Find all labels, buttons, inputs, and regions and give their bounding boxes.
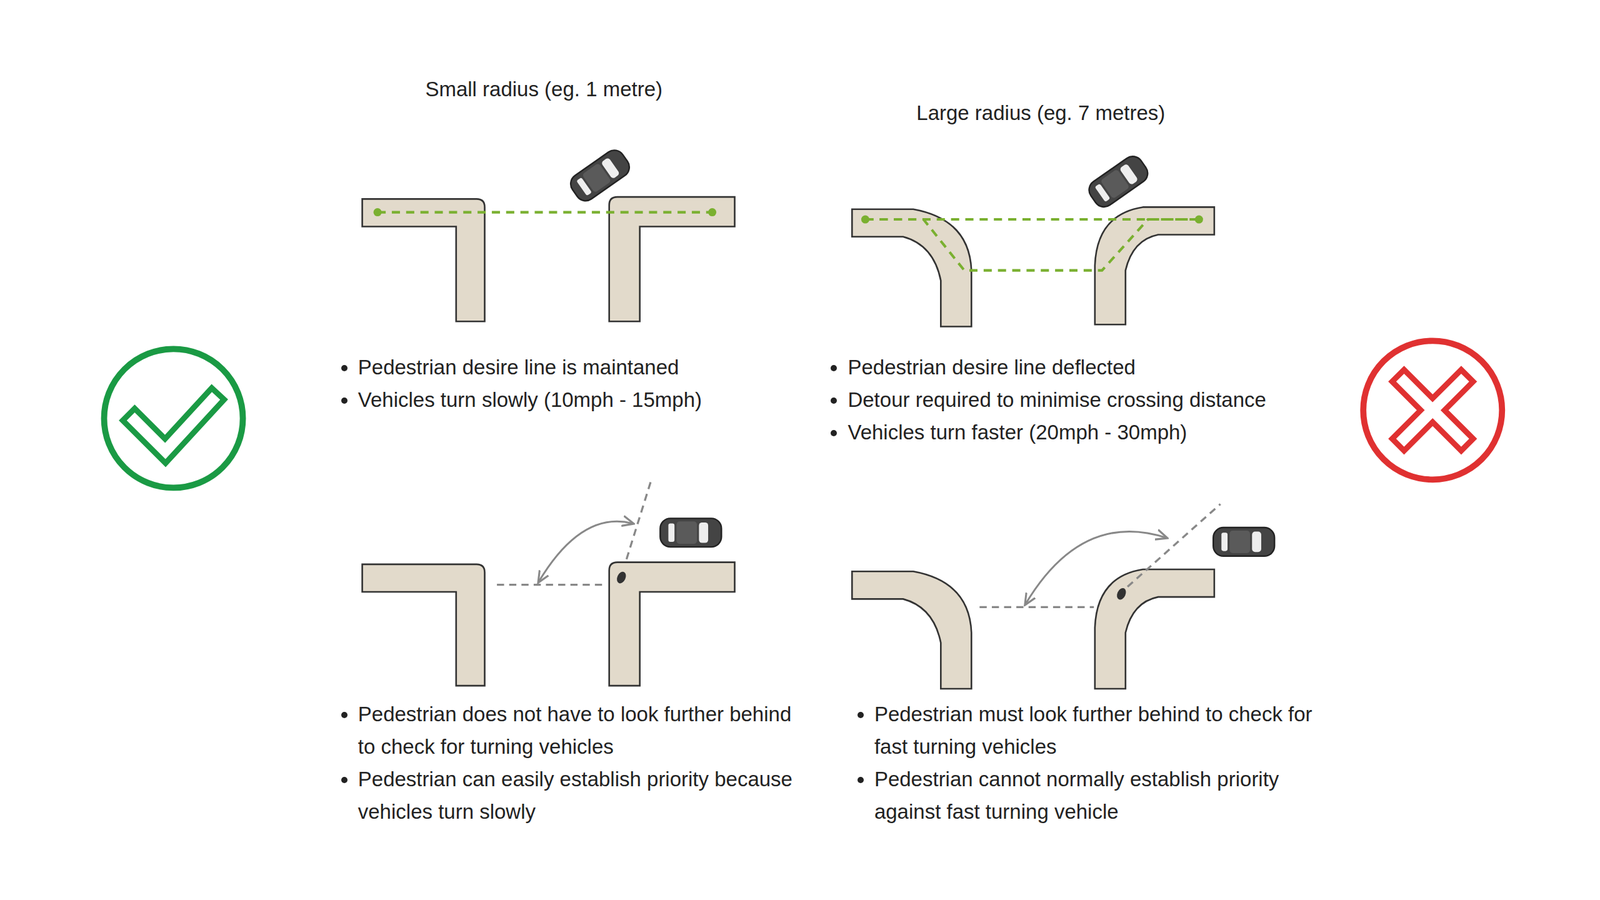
large-radius-junction-bottom — [851, 504, 1275, 690]
desire-dot — [373, 208, 382, 217]
bullet-list: Pedestrian desire line deflectedDetour r… — [826, 351, 1363, 449]
desire-line — [377, 211, 713, 214]
bullet-list: Pedestrian must look further behind to c… — [853, 698, 1324, 829]
footway-corner — [609, 196, 735, 322]
desire-dot — [708, 208, 717, 217]
footway-corner — [362, 564, 485, 686]
desire-dot — [861, 215, 870, 224]
look-angle-arrow — [538, 521, 633, 582]
footway-corner — [362, 198, 485, 322]
cross-mark — [1404, 381, 1462, 439]
bullet-point: Pedestrian desire line is maintaned — [358, 351, 807, 384]
bullet-point: Pedestrian must look further behind to c… — [874, 698, 1324, 764]
pedestrian — [615, 570, 628, 585]
bullet-point: Pedestrian does not have to look further… — [358, 698, 807, 764]
bullet-point: Vehicles turn faster (20mph - 30mph) — [847, 416, 1363, 449]
sight-line — [626, 477, 652, 560]
footway-corner — [851, 571, 972, 689]
look-angle-arrow — [1025, 531, 1167, 604]
tick-mark — [135, 400, 213, 452]
detour-line — [865, 219, 1199, 271]
footway-corner — [1095, 206, 1215, 325]
tick-mark-inner — [135, 400, 213, 452]
bullet-point: Pedestrian can easily establish priority… — [358, 763, 807, 829]
footway-corner — [1095, 569, 1215, 689]
sight-line — [1127, 504, 1221, 587]
bullet-point: Detour required to minimise crossing dis… — [847, 383, 1363, 417]
sight-line — [496, 583, 607, 586]
bullet-point: Vehicles turn slowly (10mph - 15mph) — [358, 383, 807, 417]
desire-dot — [1195, 215, 1204, 224]
small-radius-junction-bottom — [362, 477, 735, 686]
bullet-point: Pedestrian desire line deflected — [847, 351, 1363, 384]
large-radius-junction-top — [851, 152, 1215, 327]
bullet-list: Pedestrian desire line is maintanedVehic… — [336, 351, 807, 417]
cross-mark-inner — [1404, 381, 1462, 439]
footway-corner — [609, 562, 735, 687]
bullet-point: Pedestrian cannot normally establish pri… — [874, 763, 1324, 829]
cross-icon — [1363, 340, 1502, 480]
column-heading: Small radius (eg. 1 metre) — [0, 77, 1344, 102]
cross-circle — [1363, 340, 1502, 480]
pedestrian — [1115, 586, 1128, 602]
footway-corner — [851, 209, 972, 327]
bullet-list: Pedestrian does not have to look further… — [336, 698, 807, 829]
tick-icon — [104, 348, 244, 488]
car — [1085, 152, 1152, 212]
sight-line — [979, 606, 1094, 609]
tick-circle — [104, 348, 244, 488]
column-heading: Large radius (eg. 7 metres) — [240, 101, 1600, 125]
car — [660, 518, 722, 547]
car — [566, 146, 634, 205]
small-radius-junction-top — [362, 146, 735, 322]
car — [1213, 527, 1275, 557]
